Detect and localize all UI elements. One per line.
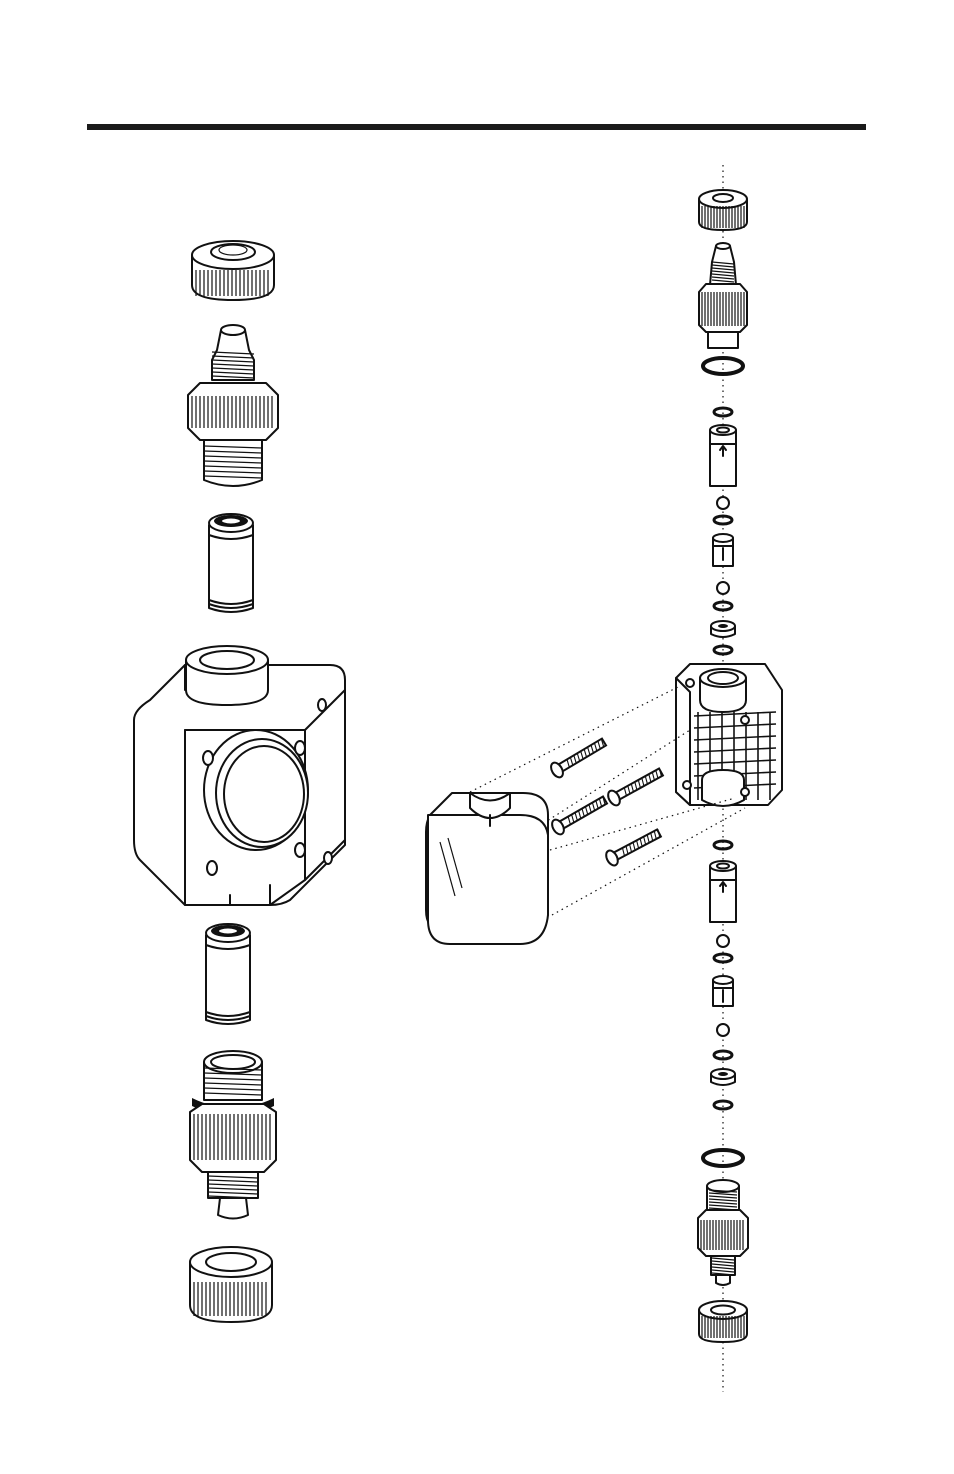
check-ball [717,1024,729,1036]
check-ball [717,582,729,594]
o-ring [714,516,732,524]
lower-fitting [190,1051,276,1219]
large-o-ring [703,358,743,374]
large-o-ring [703,1150,743,1166]
o-ring [714,1051,732,1059]
knurled-cap-top [192,241,274,300]
head-cover [426,793,548,944]
left-assembly [134,241,345,1322]
discharge-fitting [699,243,747,348]
small-cap-bottom [699,1301,747,1342]
right-assembly [426,165,782,1392]
small-cap-top [699,190,747,230]
o-ring [714,841,732,849]
valve-housing [710,425,736,486]
valve-seat [711,1069,735,1085]
ball-guide [713,534,733,566]
pump-head-plate [676,664,782,806]
o-ring [714,408,732,416]
o-ring [714,1101,732,1109]
lower-check-valve-cartridge [206,924,250,1024]
discharge-fitting [698,1180,748,1285]
check-ball [717,497,729,509]
valve-seat [711,621,735,637]
knurled-cap-bottom [190,1247,272,1322]
valve-housing [710,861,736,922]
upper-fitting [188,325,278,486]
upper-check-valve-cartridge [209,514,253,612]
pump-head-body [134,646,345,905]
ball-guide [713,976,733,1006]
check-ball [717,935,729,947]
